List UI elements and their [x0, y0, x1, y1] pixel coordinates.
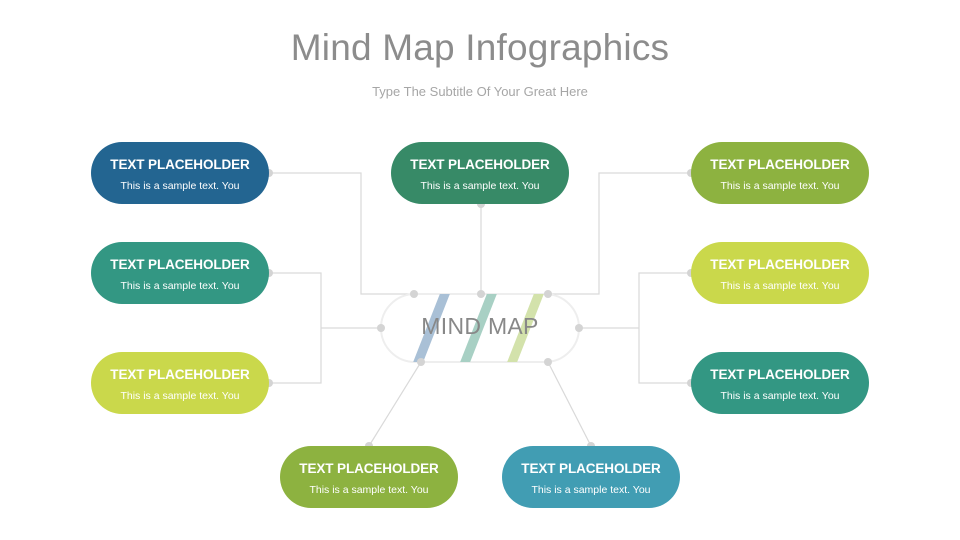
node-title: TEXT PLACEHOLDER — [110, 257, 250, 272]
node-right-middle[interactable]: TEXT PLACEHOLDER This is a sample text. … — [691, 242, 869, 304]
node-left-middle[interactable]: TEXT PLACEHOLDER This is a sample text. … — [91, 242, 269, 304]
node-title: TEXT PLACEHOLDER — [110, 367, 250, 382]
node-text: This is a sample text. You — [309, 484, 429, 496]
node-text: This is a sample text. You — [720, 180, 840, 192]
node-bottom-right[interactable]: TEXT PLACEHOLDER This is a sample text. … — [502, 446, 680, 508]
node-title: TEXT PLACEHOLDER — [299, 461, 439, 476]
node-title: TEXT PLACEHOLDER — [410, 157, 550, 172]
node-left-top[interactable]: TEXT PLACEHOLDER This is a sample text. … — [91, 142, 269, 204]
node-text: This is a sample text. You — [531, 484, 651, 496]
node-right-top[interactable]: TEXT PLACEHOLDER This is a sample text. … — [691, 142, 869, 204]
node-text: This is a sample text. You — [120, 390, 240, 402]
node-bottom-left[interactable]: TEXT PLACEHOLDER This is a sample text. … — [280, 446, 458, 508]
node-top-center[interactable]: TEXT PLACEHOLDER This is a sample text. … — [391, 142, 569, 204]
node-text: This is a sample text. You — [120, 180, 240, 192]
node-text: This is a sample text. You — [720, 280, 840, 292]
node-title: TEXT PLACEHOLDER — [521, 461, 661, 476]
node-title: TEXT PLACEHOLDER — [710, 367, 850, 382]
node-left-bottom[interactable]: TEXT PLACEHOLDER This is a sample text. … — [91, 352, 269, 414]
node-title: TEXT PLACEHOLDER — [710, 257, 850, 272]
mind-map-center-shape — [380, 293, 580, 363]
page-subtitle: Type The Subtitle Of Your Great Here — [372, 84, 588, 99]
page-title: Mind Map Infographics — [290, 27, 670, 68]
center-label: MIND MAP — [421, 313, 539, 339]
node-text: This is a sample text. You — [420, 180, 540, 192]
node-right-bottom[interactable]: TEXT PLACEHOLDER This is a sample text. … — [691, 352, 869, 414]
node-text: This is a sample text. You — [720, 390, 840, 402]
node-title: TEXT PLACEHOLDER — [710, 157, 850, 172]
node-title: TEXT PLACEHOLDER — [110, 157, 250, 172]
node-text: This is a sample text. You — [120, 280, 240, 292]
